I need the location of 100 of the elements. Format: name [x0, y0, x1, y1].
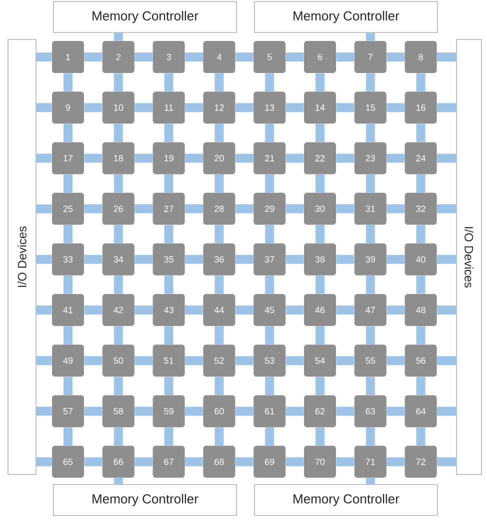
- link: [386, 52, 405, 62]
- core-tile: 16: [404, 92, 437, 124]
- link: [36, 457, 52, 466]
- link: [235, 457, 254, 466]
- core-tile: 28: [203, 192, 236, 225]
- link: [36, 52, 52, 62]
- link: [84, 254, 102, 264]
- link: [185, 154, 203, 163]
- core-tile: 18: [102, 142, 134, 174]
- link: [185, 306, 203, 314]
- link: [185, 457, 203, 466]
- link: [164, 124, 174, 142]
- link: [214, 427, 224, 446]
- link: [164, 73, 174, 92]
- core-tile: 5: [254, 41, 286, 73]
- controller-box: Memory Controller: [254, 484, 438, 516]
- link: [84, 204, 102, 214]
- link: [64, 276, 72, 294]
- core-tile: 54: [304, 344, 336, 377]
- core-tile: 8: [404, 41, 437, 73]
- link: [164, 326, 174, 344]
- core-tile: 43: [152, 294, 185, 326]
- core-tile: 47: [354, 294, 386, 326]
- link: [64, 73, 72, 92]
- core-tile: 17: [52, 142, 84, 174]
- link: [316, 376, 324, 395]
- link: [114, 124, 123, 142]
- link: [286, 103, 304, 112]
- link: [366, 124, 375, 142]
- link: [265, 326, 274, 344]
- link: [437, 356, 456, 366]
- core-tile: 61: [254, 395, 286, 428]
- core-tile: 41: [52, 294, 84, 326]
- link: [134, 306, 153, 314]
- core-tile: 71: [354, 446, 386, 478]
- link: [265, 225, 274, 244]
- core-tile: 62: [304, 395, 336, 428]
- link: [114, 376, 123, 395]
- core-tile: 42: [102, 294, 134, 326]
- link: [386, 457, 405, 466]
- link: [185, 356, 203, 366]
- link: [214, 73, 224, 92]
- link: [336, 306, 354, 314]
- core-tile: 48: [404, 294, 437, 326]
- core-tile: 65: [52, 446, 84, 478]
- link: [265, 376, 274, 395]
- link: [437, 103, 456, 112]
- core-tile: 45: [254, 294, 286, 326]
- link: [214, 225, 224, 244]
- link: [134, 52, 153, 62]
- link: [416, 174, 426, 193]
- device-box: I/O Devices: [456, 39, 482, 475]
- link: [36, 356, 52, 366]
- core-tile: 38: [304, 243, 336, 276]
- core-tile: 44: [203, 294, 236, 326]
- core-tile: 50: [102, 344, 134, 377]
- core-tile: 57: [52, 395, 84, 428]
- link: [265, 427, 274, 446]
- core-tile: 26: [102, 192, 134, 225]
- link: [36, 154, 52, 163]
- link: [286, 457, 304, 466]
- core-tile: 36: [203, 243, 236, 276]
- link: [164, 376, 174, 395]
- link: [185, 204, 203, 214]
- link: [336, 406, 354, 416]
- link: [214, 174, 224, 193]
- link: [336, 204, 354, 214]
- link: [316, 427, 324, 446]
- core-tile: 13: [254, 92, 286, 124]
- link: [316, 124, 324, 142]
- link: [336, 52, 354, 62]
- link: [36, 254, 52, 264]
- link: [84, 406, 102, 416]
- link: [114, 427, 123, 446]
- link: [114, 32, 123, 41]
- core-tile: 15: [354, 92, 386, 124]
- link: [366, 225, 375, 244]
- link: [386, 204, 405, 214]
- link: [437, 154, 456, 163]
- link: [214, 326, 224, 344]
- core-tile: 6: [304, 41, 336, 73]
- core-tile: 46: [304, 294, 336, 326]
- link: [36, 406, 52, 416]
- link: [214, 276, 224, 294]
- core-tile: 23: [354, 142, 386, 174]
- link: [84, 154, 102, 163]
- core-tile: 58: [102, 395, 134, 428]
- core-tile: 24: [404, 142, 437, 174]
- link: [114, 478, 123, 484]
- link: [114, 73, 123, 92]
- link: [416, 427, 426, 446]
- core-tile: 56: [404, 344, 437, 377]
- link: [316, 225, 324, 244]
- core-tile: 22: [304, 142, 336, 174]
- link: [437, 204, 456, 214]
- core-tile: 52: [203, 344, 236, 377]
- core-tile: 49: [52, 344, 84, 377]
- link: [134, 406, 153, 416]
- core-tile: 66: [102, 446, 134, 478]
- link: [286, 254, 304, 264]
